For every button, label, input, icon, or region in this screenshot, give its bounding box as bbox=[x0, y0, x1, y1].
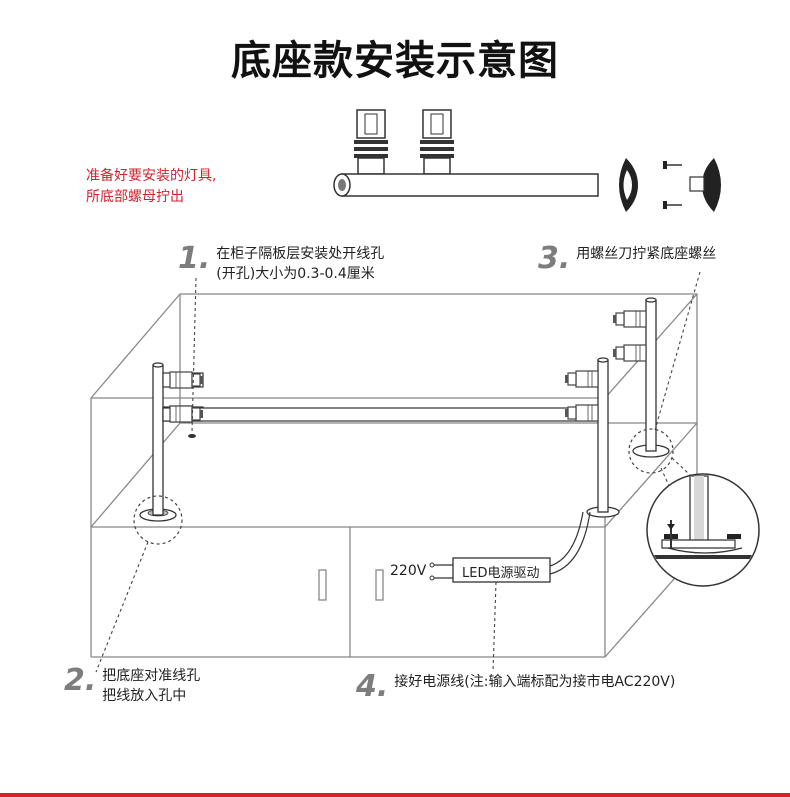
screw-detail-zoom bbox=[646, 473, 760, 587]
step-2-line-1: 把底座对准线孔 bbox=[102, 668, 201, 684]
input-voltage-label: 220V bbox=[390, 563, 427, 579]
lamp-back-right bbox=[612, 297, 670, 458]
step-3-line-1: 用螺丝刀拧紧底座螺丝 bbox=[576, 246, 717, 262]
callout-circle-base bbox=[133, 495, 183, 545]
step-2: 2. 把底座对准线孔 把线放入孔中 bbox=[64, 666, 200, 706]
leader-step-2 bbox=[95, 541, 149, 673]
step-3-number: 3. bbox=[538, 241, 571, 276]
step-1-number: 1. bbox=[178, 241, 211, 276]
leader-step-3 bbox=[654, 271, 701, 431]
prep-note: 准备好要安装的灯具, 所底部螺母拧出 bbox=[86, 166, 216, 208]
prep-note-line-2: 所底部螺母拧出 bbox=[86, 189, 184, 205]
step-1-line-1: 在柜子隔板层安装处开线孔 bbox=[216, 246, 385, 262]
bottom-accent-bar bbox=[0, 793, 790, 797]
cabinet-rail bbox=[162, 407, 604, 422]
step-1: 1. 在柜子隔板层安装处开线孔 (开孔)大小为0.3-0.4厘米 bbox=[178, 244, 384, 284]
step-4-line-1: 接好电源线(注:输入端标配为接市电AC220V) bbox=[394, 674, 676, 690]
step-4-number: 4. bbox=[356, 669, 389, 704]
leader-step-1 bbox=[191, 277, 197, 433]
step-2-number: 2. bbox=[64, 663, 97, 698]
leader-step-4 bbox=[492, 581, 497, 673]
step-3: 3. 用螺丝刀拧紧底座螺丝 bbox=[538, 244, 716, 274]
lamp-middle bbox=[564, 357, 620, 518]
step-2-line-2: 把线放入孔中 bbox=[102, 688, 187, 704]
cabinet bbox=[90, 293, 698, 658]
step-1-line-2: (开孔)大小为0.3-0.4厘米 bbox=[216, 266, 375, 282]
door-handle-left bbox=[318, 569, 327, 601]
prep-note-line-1: 准备好要安装的灯具, bbox=[86, 168, 217, 184]
base-screw-illustration bbox=[619, 158, 721, 212]
door-handle-right bbox=[375, 569, 384, 601]
page-title: 底座款安装示意图 bbox=[231, 38, 559, 84]
power-driver bbox=[429, 511, 591, 583]
callout-circle-screw bbox=[628, 428, 674, 474]
lamp-rail-illustration bbox=[333, 109, 599, 197]
driver-box-label: LED电源驱动 bbox=[462, 566, 540, 581]
step-4: 4. 接好电源线(注:输入端标配为接市电AC220V) bbox=[356, 672, 675, 702]
wire-hole bbox=[188, 434, 196, 438]
